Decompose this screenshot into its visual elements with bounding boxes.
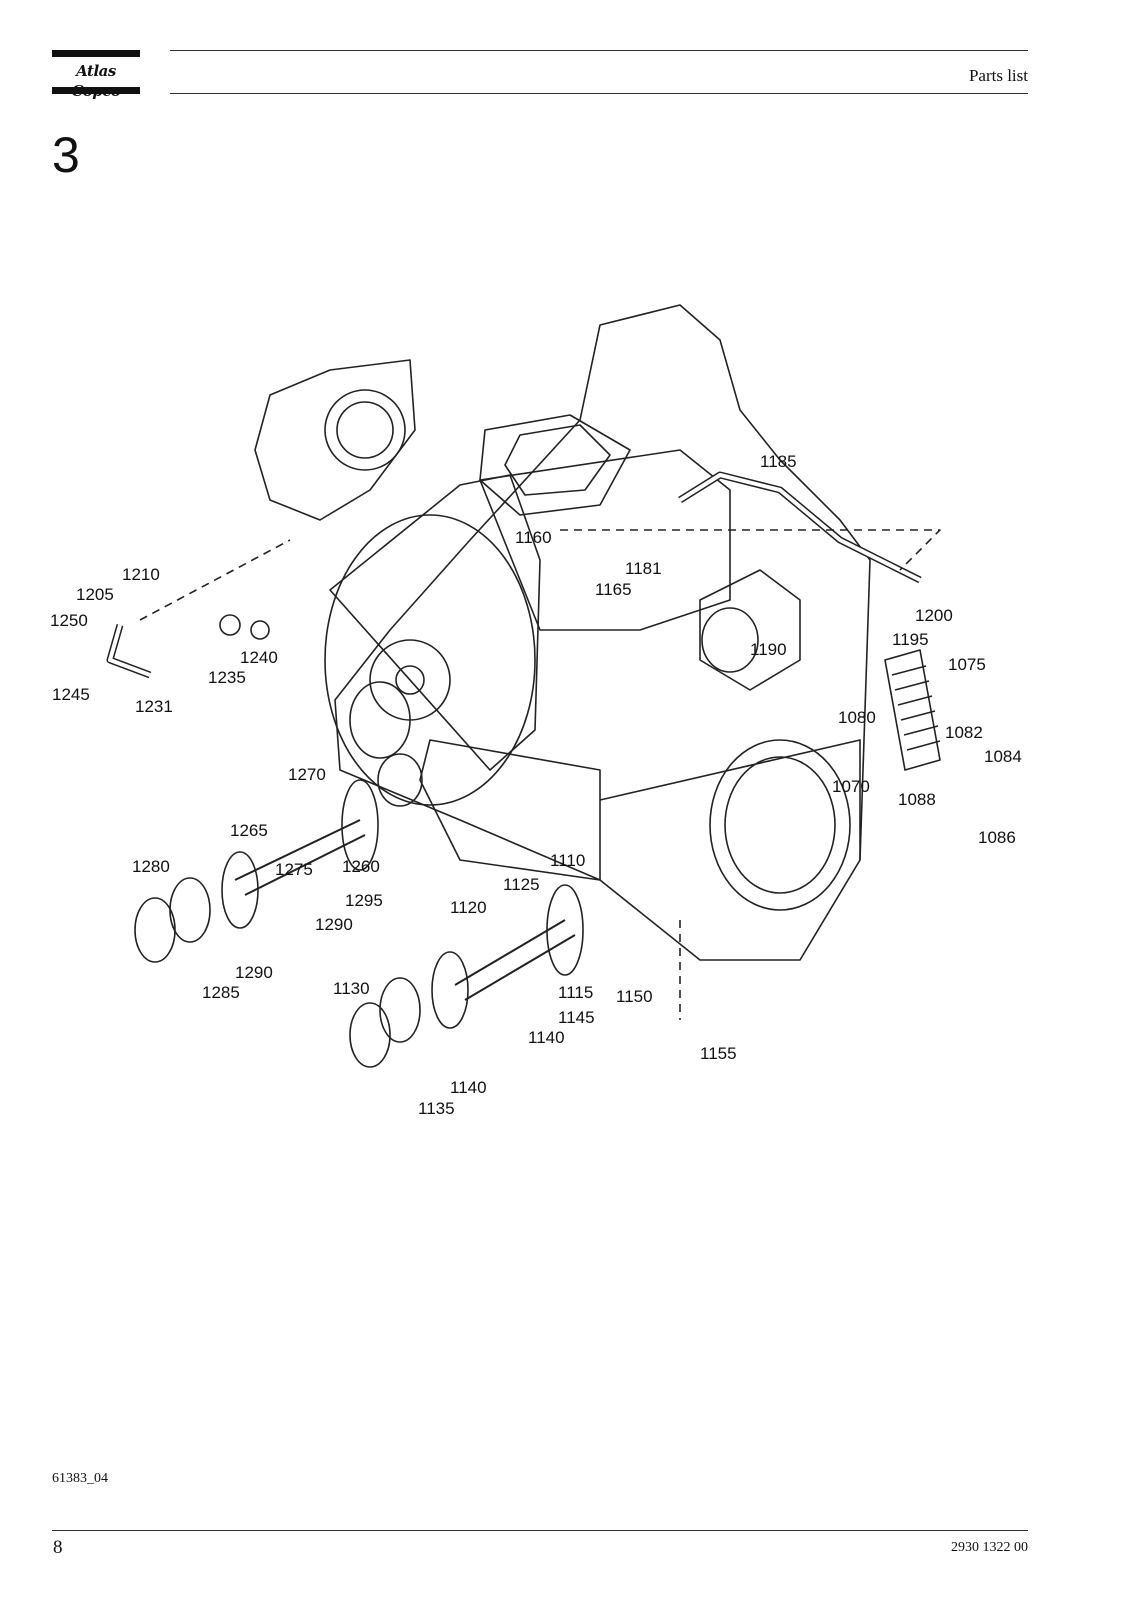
callout-label: 1160 [515, 528, 552, 547]
callout-label: 1135 [418, 1099, 455, 1118]
callout-label: 1110 [550, 851, 585, 870]
header-rule-bottom [170, 93, 1028, 94]
callout-labels: 1185 1160 1181 1165 1210 1205 1250 1245 … [50, 452, 1022, 1118]
atlas-copco-logo: Atlas Copco [52, 50, 140, 100]
footer-rule [52, 1530, 1028, 1531]
callout-label: 1195 [892, 630, 929, 649]
header-rule-top [170, 50, 1028, 51]
callout-label: 1070 [832, 777, 870, 796]
callout-label: 1235 [208, 668, 246, 687]
callout-label: 1290 [315, 915, 353, 934]
callout-label: 1086 [978, 828, 1016, 847]
callout-label: 1120 [450, 898, 487, 917]
callout-label: 1115 [558, 983, 593, 1002]
document-number: 2930 1322 00 [951, 1540, 1028, 1555]
callout-label: 1250 [50, 611, 88, 630]
section-number: 3 [52, 127, 80, 183]
logo-bar-top [52, 50, 140, 57]
callout-label: 1240 [240, 648, 278, 667]
callout-label: 1140 [528, 1028, 565, 1047]
callout-label: 1290 [235, 963, 273, 982]
callout-label: 1088 [898, 790, 936, 809]
compressor-element-outline [106, 304, 941, 1068]
callout-label: 1150 [616, 987, 653, 1006]
callout-label: 1285 [202, 983, 240, 1002]
callout-label: 1080 [838, 708, 876, 727]
callout-label: 1181 [625, 559, 662, 578]
callout-label: 1190 [750, 640, 787, 659]
callout-label: 1245 [52, 685, 90, 704]
callout-label: 1275 [275, 860, 313, 879]
exploded-parts-drawing: 1185 1160 1181 1165 1210 1205 1250 1245 … [50, 304, 1022, 1118]
callout-label: 1084 [984, 747, 1022, 766]
callout-label: 1205 [76, 585, 114, 604]
callout-label: 1082 [945, 723, 983, 742]
page-title: Parts list [968, 66, 1028, 85]
page-number: 8 [53, 1537, 63, 1558]
callout-label: 1270 [288, 765, 326, 784]
callout-label: 1075 [948, 655, 986, 674]
callout-label: 1130 [333, 979, 370, 998]
callout-label: 1125 [503, 875, 540, 894]
callout-label: 1155 [700, 1044, 737, 1063]
logo-bar-bottom [52, 87, 140, 94]
callout-label: 1295 [345, 891, 383, 910]
callout-label: 1265 [230, 821, 268, 840]
callout-label: 1200 [915, 606, 953, 625]
callout-label: 1260 [342, 857, 380, 876]
callout-label: 1140 [450, 1078, 487, 1097]
callout-label: 1145 [558, 1008, 595, 1027]
callout-label: 1231 [135, 697, 173, 716]
callout-label: 1210 [122, 565, 160, 584]
figure-reference: 61383_04 [52, 1471, 108, 1486]
callout-label: 1165 [595, 580, 632, 599]
logo-text: Atlas Copco [71, 62, 121, 100]
callout-label: 1185 [760, 452, 797, 471]
callout-label: 1280 [132, 857, 170, 876]
